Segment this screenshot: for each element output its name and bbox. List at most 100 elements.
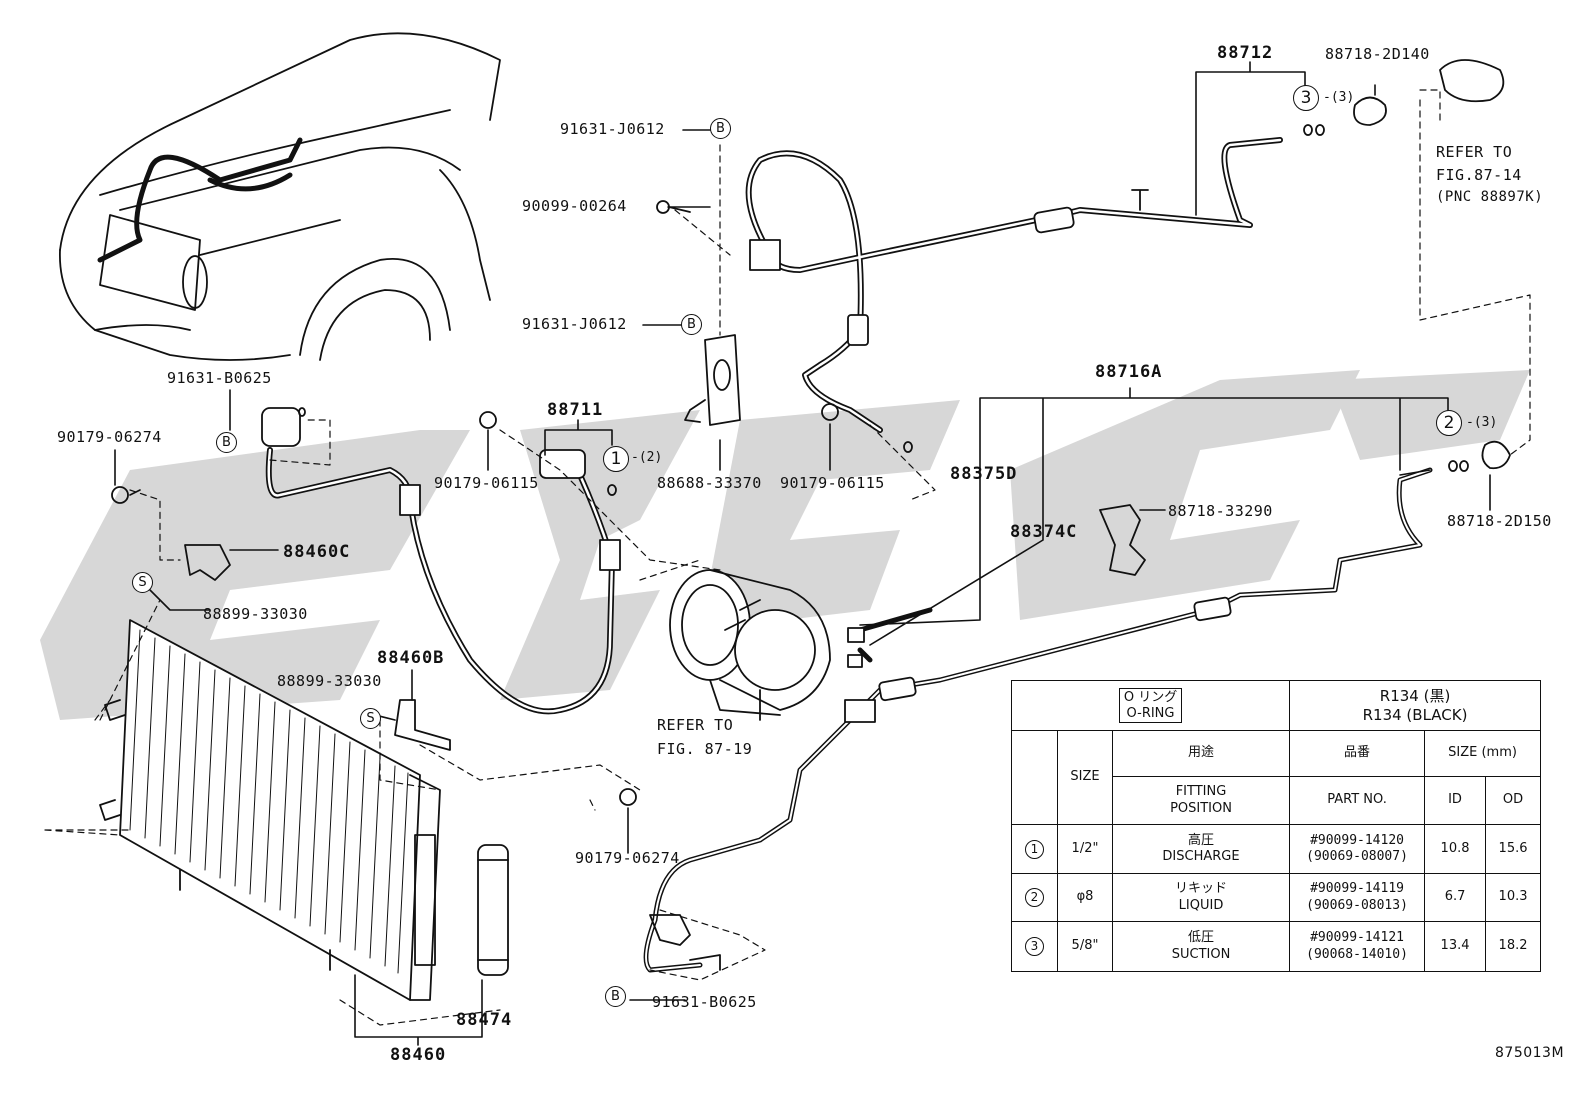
- od-cell: 18.2: [1485, 921, 1542, 972]
- callout-2-icon: 2: [1025, 888, 1044, 907]
- part-no-cell: #90099-14119(90069-08013): [1289, 873, 1426, 922]
- compressor: [669, 569, 831, 721]
- label-88374C: 88374C: [1010, 522, 1078, 542]
- oring-title-en: O-RING: [1126, 705, 1175, 721]
- size-cell: 5/8": [1057, 921, 1113, 972]
- callout-s-icon: S: [360, 708, 381, 729]
- label-88718-33290: 88718-33290: [1168, 502, 1273, 520]
- fitting-en: SUCTION: [1171, 946, 1231, 962]
- od-cell: 10.3: [1485, 873, 1542, 922]
- receiver-88474: [477, 844, 509, 976]
- fitting-jp: 高圧: [1188, 832, 1215, 848]
- leader-lines: [114, 61, 1491, 1046]
- col-size-header: SIZE: [1057, 730, 1113, 825]
- label-90179-06115-right: 90179-06115: [780, 474, 885, 492]
- col-size-mm-header: SIZE (mm): [1424, 730, 1542, 777]
- fitting-en: DISCHARGE: [1162, 849, 1240, 864]
- oring-title-jp: O リング: [1123, 689, 1178, 705]
- part-no-cell: #90099-14120(90069-08007): [1289, 824, 1426, 874]
- part-no-primary: #90099-14119: [1310, 881, 1404, 897]
- label-90179-06274-bottom: 90179-06274: [575, 849, 680, 867]
- col-id-header: ID: [1424, 776, 1487, 825]
- condenser-88460: [99, 619, 441, 1001]
- col-fitting-en-2: POSITION: [1170, 800, 1232, 816]
- table-header-row: O リング O-RING R134 (黒) R134 (BLACK): [1010, 680, 1542, 731]
- col-fitting-jp-header: 用途: [1111, 730, 1291, 777]
- row-number-cell: 3: [1011, 921, 1058, 972]
- part-no-alt: (90069-08007): [1306, 849, 1408, 864]
- col-fitting-en-1: FITTING: [1175, 784, 1227, 800]
- reference-dashes: [44, 89, 1531, 1026]
- part-no-primary: #90099-14121: [1310, 930, 1404, 946]
- label-88375D: 88375D: [950, 464, 1018, 484]
- label-88460C: 88460C: [283, 542, 351, 562]
- id-cell: 13.4: [1424, 921, 1487, 972]
- id-cell: 10.8: [1424, 824, 1487, 874]
- callout-3-icon: 3: [1025, 937, 1044, 956]
- oring-header-cell: O リング O-RING: [1010, 680, 1291, 731]
- part-no-primary: #90099-14120: [1310, 832, 1404, 848]
- fitting-en: LIQUID: [1178, 897, 1224, 913]
- label-88474: 88474: [456, 1010, 513, 1030]
- refer-fig-87-14-line1: REFER TO: [1436, 143, 1513, 161]
- refer-fig-87-19-line1: REFER TO: [657, 716, 734, 734]
- label-91631-J0612-mid: 91631-J0612: [522, 315, 627, 333]
- col-fitting-en-header: FITTING POSITION: [1111, 776, 1291, 825]
- callout-s-icon: S: [132, 572, 153, 593]
- callout-b-icon: B: [681, 314, 702, 335]
- vehicle-outline: [59, 32, 501, 361]
- label-91631-B0625-bottom: 91631-B0625: [652, 993, 757, 1011]
- label-88712: 88712: [1217, 43, 1274, 63]
- callout-b-icon: B: [216, 432, 237, 453]
- callout-1-icon: 1: [1025, 839, 1044, 859]
- callout-b-icon: B: [710, 118, 731, 139]
- id-cell: 6.7: [1424, 873, 1487, 922]
- refer-fig-87-14-line2: FIG.87-14: [1436, 166, 1522, 184]
- label-88718-2D150: 88718-2D150: [1447, 512, 1552, 530]
- suction-hose-88712: [745, 137, 1283, 433]
- label-88716A: 88716A: [1095, 362, 1163, 382]
- col-od-header: OD: [1485, 776, 1542, 825]
- diagram-code: 875013M: [1495, 1045, 1565, 1061]
- label-90179-06115-left: 90179-06115: [434, 474, 539, 492]
- part-no-cell: #90099-14121(90068-14010): [1289, 921, 1426, 972]
- callout-2-icon: 2: [1436, 410, 1462, 436]
- part-no-alt: (90069-08013): [1306, 897, 1408, 913]
- qty-3-liquid: -(3): [1466, 415, 1498, 430]
- discharge-hose-88711: [261, 407, 621, 715]
- oring-title-box: O リング O-RING: [1118, 687, 1183, 724]
- liquid-tube-88716A: [643, 467, 1433, 973]
- col-part-jp-header: 品番: [1289, 730, 1426, 777]
- label-90099-00264: 90099-00264: [522, 197, 627, 215]
- oring-spec-table: O リング O-RING R134 (黒) R134 (BLACK) SIZE …: [1010, 680, 1542, 972]
- refrigerant-jp: R134 (黒): [1379, 686, 1451, 705]
- refrigerant-en: R134 (BLACK): [1362, 705, 1468, 724]
- label-88460B: 88460B: [377, 648, 445, 668]
- label-88460: 88460: [390, 1045, 447, 1065]
- size-cell: φ8: [1057, 873, 1113, 922]
- refer-fig-87-14-line3: (PNC 88897K): [1436, 189, 1544, 205]
- column-header-row-2: FITTING POSITION PART NO. ID OD: [1012, 776, 1542, 825]
- row-number-cell: 2: [1011, 873, 1058, 922]
- col-part-en-header: PART NO.: [1289, 776, 1426, 825]
- column-header-row-1: SIZE 用途 品番 SIZE (mm): [1011, 730, 1542, 825]
- refer-fig-87-19-line2: FIG. 87-19: [657, 740, 753, 758]
- row-number-cell: 1: [1011, 824, 1058, 874]
- callout-1-icon: 1: [603, 446, 629, 472]
- label-88718-2D140: 88718-2D140: [1325, 45, 1430, 63]
- fitting-jp: リキッド: [1175, 881, 1228, 897]
- label-91631-B0625-top: 91631-B0625: [167, 369, 272, 387]
- fitting-jp: 低圧: [1188, 930, 1215, 946]
- size-cell: 1/2": [1057, 824, 1113, 874]
- label-88899-33030-top: 88899-33030: [203, 605, 308, 623]
- label-88899-33030-mid: 88899-33030: [277, 672, 382, 690]
- callout-3-icon: 3: [1293, 85, 1319, 111]
- label-91631-J0612-top: 91631-J0612: [560, 120, 665, 138]
- label-88688-33370: 88688-33370: [657, 474, 762, 492]
